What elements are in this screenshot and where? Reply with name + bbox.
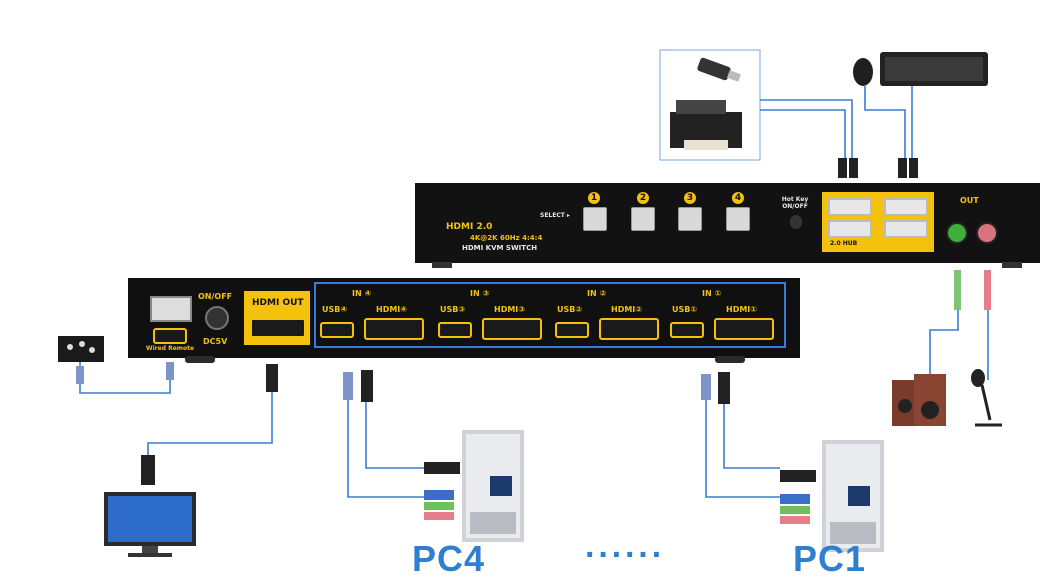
hdmi3-label: HDMI③ bbox=[494, 305, 526, 314]
button-3-number: 3 bbox=[684, 192, 696, 204]
mouse-icon bbox=[853, 58, 873, 86]
inputs-frame bbox=[314, 282, 786, 348]
hdmi-out-label: HDMI OUT bbox=[252, 298, 304, 308]
printer-icon bbox=[670, 100, 742, 150]
out-label: OUT bbox=[960, 196, 979, 205]
button-4-number: 4 bbox=[732, 192, 744, 204]
brand-hdmi20: HDMI 2.0 bbox=[446, 222, 493, 232]
rear-panel bbox=[128, 278, 800, 358]
button-1-number: 1 bbox=[588, 192, 600, 204]
usb3-port bbox=[438, 322, 472, 338]
select-button-2[interactable] bbox=[631, 207, 655, 231]
usb3-label: USB③ bbox=[440, 305, 466, 314]
usb1-label: USB① bbox=[672, 305, 698, 314]
usb-port-1 bbox=[828, 198, 872, 216]
dc-label: DC5V bbox=[203, 337, 228, 346]
on-off-label: ON/OFF bbox=[198, 292, 233, 301]
hdmi1-label: HDMI① bbox=[726, 305, 758, 314]
usb2-label: USB② bbox=[557, 305, 583, 314]
usb4-label: USB④ bbox=[322, 305, 348, 314]
pc4-label: PC4 bbox=[412, 538, 486, 579]
microphone-icon bbox=[971, 369, 1002, 427]
hdmi1-port bbox=[714, 318, 774, 340]
dc-jack bbox=[205, 306, 229, 330]
in1-label: IN ① bbox=[702, 289, 722, 298]
usb-port-4 bbox=[884, 220, 928, 238]
keyboard-icon bbox=[880, 52, 988, 86]
power-switch[interactable] bbox=[150, 296, 192, 322]
hub-label: 2.0 HUB bbox=[830, 240, 858, 247]
brand-spec: 4K@2K 60Hz 4:4:4 bbox=[470, 234, 543, 242]
mic-jack bbox=[976, 222, 998, 244]
monitor-icon bbox=[104, 492, 196, 557]
usb-port-2 bbox=[828, 220, 872, 238]
wired-remote-icon bbox=[58, 336, 104, 362]
button-2-number: 2 bbox=[637, 192, 649, 204]
usb2-port bbox=[555, 322, 589, 338]
speakers-icon bbox=[892, 374, 946, 426]
usb-port-3 bbox=[884, 198, 928, 216]
in3-label: IN ③ bbox=[470, 289, 490, 298]
in2-label: IN ② bbox=[587, 289, 607, 298]
usb1-port bbox=[670, 322, 704, 338]
usb-drive-icon bbox=[697, 57, 742, 82]
select-button-1[interactable] bbox=[583, 207, 607, 231]
hotkey-label: Hot Key ON/OFF bbox=[781, 196, 809, 210]
pc4-tower-icon bbox=[462, 430, 524, 542]
hdmi2-port bbox=[599, 318, 659, 340]
remote-port bbox=[153, 328, 187, 344]
select-button-3[interactable] bbox=[678, 207, 702, 231]
hotkey-switch[interactable] bbox=[790, 215, 802, 229]
brand-kvm: HDMI KVM SWITCH bbox=[462, 244, 538, 252]
hdmi-out-port bbox=[250, 318, 306, 338]
hdmi2-label: HDMI② bbox=[611, 305, 643, 314]
ellipsis-label: ······ bbox=[585, 536, 665, 574]
wired-remote-label: Wired Remote bbox=[146, 345, 195, 352]
hdmi3-port bbox=[482, 318, 542, 340]
hdmi4-port bbox=[364, 318, 424, 340]
pc1-tower-icon bbox=[822, 440, 884, 552]
select-button-4[interactable] bbox=[726, 207, 750, 231]
usb-plug-icons bbox=[838, 158, 918, 178]
hdmi4-label: HDMI④ bbox=[376, 305, 408, 314]
pc1-label: PC1 bbox=[793, 538, 867, 579]
audio-out-jack bbox=[946, 222, 968, 244]
select-label: SELECT ▸ bbox=[540, 212, 570, 219]
in4-label: IN ④ bbox=[352, 289, 372, 298]
usb4-port bbox=[320, 322, 354, 338]
